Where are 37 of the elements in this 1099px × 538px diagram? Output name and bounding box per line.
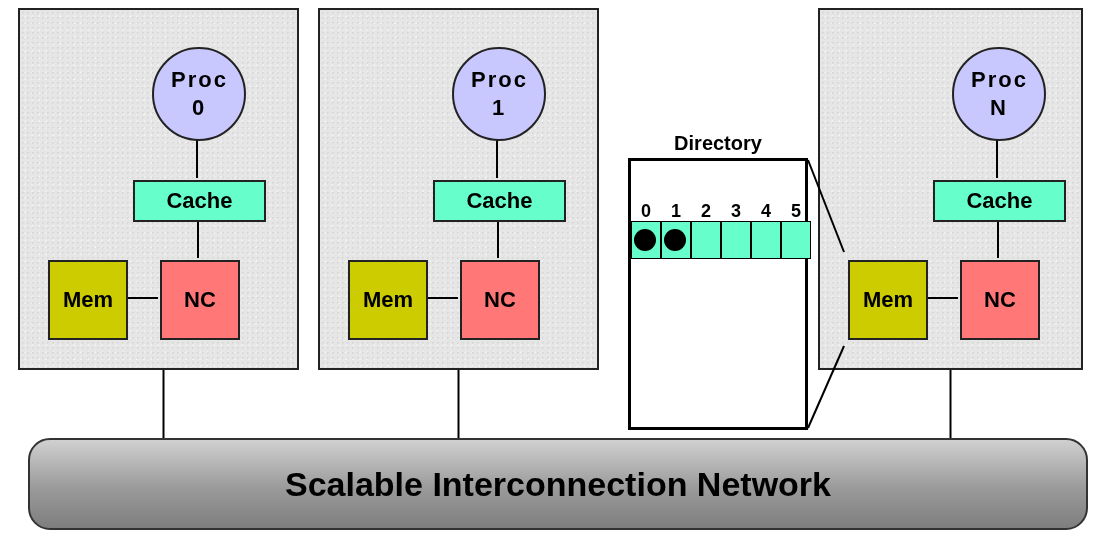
directory-title: Directory [673, 132, 763, 155]
bit-index: 0 [640, 201, 652, 222]
connector-line [125, 297, 159, 299]
connector-line [496, 138, 498, 179]
connector-line [457, 369, 460, 439]
node-controller-box: NC [460, 260, 540, 340]
memory-box: Mem [348, 260, 428, 340]
network-bar: Scalable Interconnection Network [28, 438, 1088, 530]
cache-box: Cache [933, 180, 1066, 222]
processor-circle: Proc 1 [452, 47, 546, 141]
connector-line [925, 297, 959, 299]
bit-index: 2 [700, 201, 712, 222]
bit-index: 5 [790, 201, 802, 222]
bit-index: 4 [760, 201, 772, 222]
cache-box: Cache [133, 180, 266, 222]
bit-index: 3 [730, 201, 742, 222]
connector-line [497, 219, 499, 259]
memory-box: Mem [48, 260, 128, 340]
node-panel [18, 8, 299, 370]
node-panel [818, 8, 1083, 370]
connector-line [997, 219, 999, 259]
connector-line [949, 369, 952, 439]
connector-line [996, 138, 998, 179]
connector-line [162, 369, 165, 439]
memory-box: Mem [848, 260, 928, 340]
processor-circle: Proc 0 [152, 47, 246, 141]
bit-index: 1 [670, 201, 682, 222]
connector-line [197, 219, 199, 259]
connector-line [425, 297, 459, 299]
processor-circle: Proc N [952, 47, 1046, 141]
cache-box: Cache [433, 180, 566, 222]
node-panel [318, 8, 599, 370]
zoom-line [807, 159, 845, 253]
node-controller-box: NC [160, 260, 240, 340]
zoom-line [807, 345, 845, 429]
node-controller-box: NC [960, 260, 1040, 340]
connector-line [196, 138, 198, 179]
